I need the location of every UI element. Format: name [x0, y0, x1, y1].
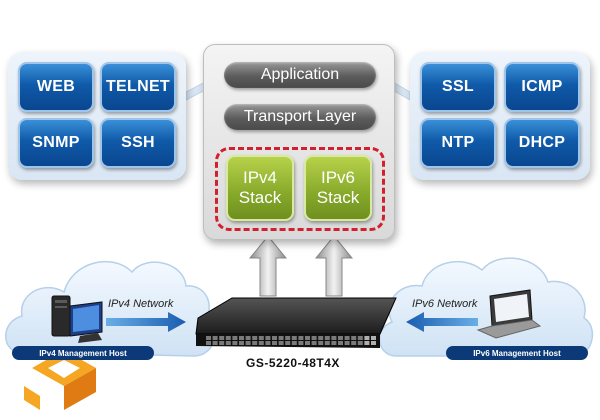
switch-port	[232, 341, 238, 345]
switch-port	[371, 336, 376, 340]
switch-port	[371, 341, 376, 345]
switch-port	[239, 336, 244, 340]
right-protocol-panel: SSL ICMP NTP DHCP	[410, 52, 590, 180]
ip-stack-group	[215, 147, 385, 231]
switch-port	[232, 336, 238, 340]
switch-port	[318, 336, 324, 340]
up-arrow-icon	[248, 235, 288, 297]
protocol-ssh: SSH	[100, 118, 176, 168]
switch-port	[245, 341, 251, 345]
switch-port	[305, 341, 310, 345]
ipv4-stack-line1: IPv4	[242, 168, 278, 187]
up-arrow-icon	[314, 235, 354, 297]
switch-port	[344, 336, 350, 340]
protocol-dhcp: DHCP	[504, 118, 580, 168]
switch-port	[331, 341, 337, 345]
switch-port	[278, 341, 284, 345]
protocol-web: WEB	[18, 62, 94, 112]
switch-port	[272, 336, 277, 340]
ipv6-network-label: IPv6 Network	[412, 298, 478, 310]
switch-port	[252, 341, 258, 345]
switch-port	[298, 341, 304, 345]
switch-port	[278, 336, 284, 340]
switch-port	[311, 336, 317, 340]
network-switch-icon	[195, 297, 397, 348]
switch-port	[357, 341, 363, 345]
protocol-stack-box: Application Transport Layer IPv4 Stack I…	[203, 44, 395, 240]
ipv4-traffic-arrow	[106, 312, 186, 332]
transport-layer: Transport Layer	[224, 104, 376, 130]
switch-port	[291, 336, 297, 340]
switch-port	[338, 341, 343, 345]
switch-port	[364, 336, 370, 340]
switch-port	[318, 341, 324, 345]
protocol-telnet: TELNET	[100, 62, 176, 112]
switch-port	[219, 336, 225, 340]
switch-port	[351, 341, 357, 345]
switch-port	[305, 336, 310, 340]
protocol-ntp: NTP	[420, 118, 496, 168]
cloud-icon	[378, 257, 594, 357]
left-protocol-panel: WEB TELNET SNMP SSH	[8, 52, 186, 180]
switch-port	[258, 341, 264, 345]
switch-port	[206, 341, 211, 345]
switch-port	[245, 336, 251, 340]
ipv6-host-label: IPv6 Management Host	[446, 346, 588, 360]
switch-port	[298, 336, 304, 340]
switch-port	[225, 341, 231, 345]
switch-port	[291, 341, 297, 345]
desktop-pc-icon	[51, 295, 103, 343]
switch-port	[351, 336, 357, 340]
switch-port	[344, 341, 350, 345]
ipv4-host-label: IPv4 Management Host	[12, 346, 154, 360]
switch-port	[219, 341, 225, 345]
switch-ports	[206, 336, 376, 345]
protocol-snmp: SNMP	[18, 118, 94, 168]
switch-port	[311, 341, 317, 345]
switch-port	[239, 341, 244, 345]
laptop-icon	[476, 289, 542, 339]
switch-port	[364, 341, 370, 345]
ipv4-network-label: IPv4 Network	[108, 298, 174, 310]
switch-port	[357, 336, 363, 340]
ipv4-stack-line2: Stack	[238, 188, 282, 207]
switch-port	[212, 341, 218, 345]
switch-port	[252, 336, 258, 340]
switch-port	[206, 336, 211, 340]
switch-port	[331, 336, 337, 340]
switch-port	[324, 341, 330, 345]
ipv6-stack-line1: IPv6	[320, 168, 356, 187]
switch-port	[258, 336, 264, 340]
switch-port	[338, 336, 343, 340]
switch-port	[285, 336, 291, 340]
switch-port	[212, 336, 218, 340]
switch-port	[285, 341, 291, 345]
protocol-icmp: ICMP	[504, 62, 580, 112]
switch-port	[324, 336, 330, 340]
ipv4-stack: IPv4 Stack	[226, 155, 294, 221]
ipv6-stack-line2: Stack	[316, 188, 360, 207]
switch-port	[272, 341, 277, 345]
ipv6-stack: IPv6 Stack	[304, 155, 372, 221]
ipv6-traffic-arrow	[406, 312, 478, 332]
switch-port	[265, 341, 271, 345]
protocol-ssl: SSL	[420, 62, 496, 112]
application-layer: Application	[224, 62, 376, 88]
switch-port	[225, 336, 231, 340]
switch-port	[265, 336, 271, 340]
switch-model-label: GS-5220-48T4X	[246, 356, 340, 370]
